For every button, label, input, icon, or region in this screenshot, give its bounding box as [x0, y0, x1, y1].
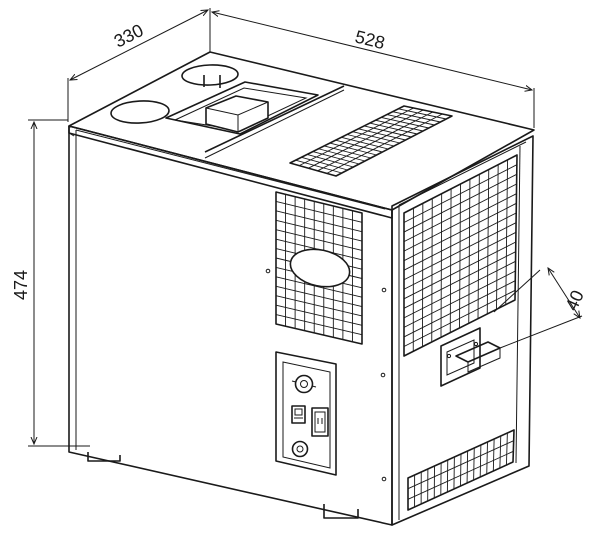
top-openings — [110, 64, 319, 135]
offset-label: 40 — [561, 287, 587, 313]
height-dimension: 474 — [11, 119, 90, 447]
power-switch-icon[interactable] — [291, 405, 306, 424]
depth-label: 330 — [111, 20, 147, 51]
cable-gland-icon — [291, 440, 309, 458]
grille-offset-dimension: 40 — [493, 268, 588, 349]
thermostat-knob-icon[interactable] — [291, 374, 317, 394]
front-screw — [265, 268, 271, 274]
cup-opening-right — [181, 64, 239, 86]
front-screw — [381, 476, 387, 482]
width-label: 528 — [353, 26, 387, 53]
top-panel — [68, 51, 535, 219]
height-label: 474 — [11, 270, 31, 300]
front-vent-grille — [275, 191, 363, 345]
side-grille-lower — [407, 429, 515, 511]
side-handle — [440, 327, 501, 387]
front-panel — [68, 125, 393, 526]
front-screw — [380, 372, 386, 378]
power-socket-icon — [311, 407, 329, 437]
agitator-motor-box — [205, 95, 269, 133]
side-grille-upper — [403, 154, 518, 357]
front-screw — [381, 287, 387, 293]
control-panel — [275, 351, 337, 476]
brand-label-oval — [289, 248, 351, 288]
cup-opening-left — [110, 100, 170, 124]
top-vent-grille — [289, 105, 453, 177]
